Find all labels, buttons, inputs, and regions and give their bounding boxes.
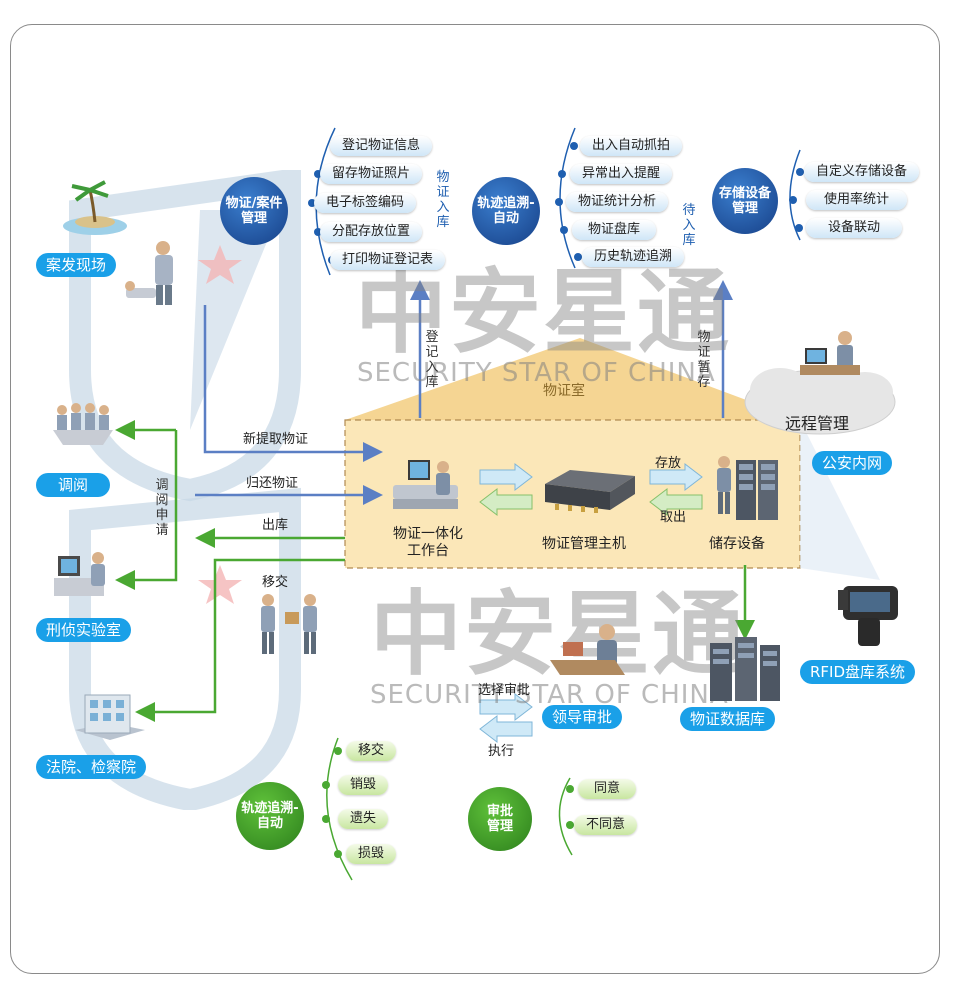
case-item-1: 登记物证信息 bbox=[330, 136, 433, 156]
circle-case-mgmt: 物证/案件 管理 bbox=[220, 177, 288, 245]
evidence-room-label: 物证室 bbox=[543, 383, 585, 399]
storage-cabinet-icon bbox=[712, 452, 782, 531]
rfid-reader-icon bbox=[828, 580, 908, 654]
node-lab: 刑侦实验室 bbox=[36, 618, 132, 642]
label-new-extract: 新提取物证 bbox=[243, 432, 309, 447]
approval-item-2: 不同意 bbox=[574, 815, 638, 835]
arrow-store bbox=[649, 462, 703, 492]
arrow-transfer bbox=[135, 558, 345, 722]
node-court: 法院、检察院 bbox=[36, 755, 147, 779]
track-item-2: 异常出入提醒 bbox=[570, 164, 673, 184]
device-host: 物证管理主机 bbox=[542, 536, 626, 552]
storage-item-3: 设备联动 bbox=[806, 218, 903, 238]
label-out: 出库 bbox=[262, 518, 289, 533]
handover-people-icon bbox=[255, 590, 325, 664]
node-review: 调阅 bbox=[36, 473, 111, 497]
circle-track-bottom: 轨迹追溯- 自动 bbox=[236, 782, 304, 850]
track-item-1: 出入自动抓拍 bbox=[580, 136, 683, 156]
device-workstation: 物证一体化 工作台 bbox=[393, 526, 463, 559]
arrow-select-approve bbox=[479, 692, 533, 722]
bottom-track-item-4: 损毁 bbox=[346, 844, 397, 864]
arrow-host-ws bbox=[479, 487, 533, 517]
arrow-take bbox=[649, 487, 703, 517]
bottom-track-item-1: 移交 bbox=[346, 741, 397, 761]
lab-icon bbox=[50, 548, 120, 612]
database-server-icon bbox=[705, 633, 785, 709]
circle-storage-mgmt: 存储设备 管理 bbox=[712, 168, 778, 234]
label-review-apply: 调阅申请 bbox=[155, 478, 169, 538]
host-icon bbox=[540, 462, 640, 526]
arrow-ws-host bbox=[479, 462, 533, 492]
watermark-en-top: SECURITY STAR OF CHINA bbox=[357, 358, 716, 388]
approval-item-1: 同意 bbox=[578, 779, 637, 799]
arrow-new-extract bbox=[203, 305, 383, 462]
case-vertical-label: 物证入库 bbox=[436, 170, 450, 230]
police-officer-icon bbox=[118, 238, 188, 312]
bottom-track-item-2: 销毁 bbox=[338, 775, 389, 795]
node-remote: 远程管理 bbox=[785, 414, 850, 433]
building-icon bbox=[70, 685, 150, 749]
device-storage: 储存设备 bbox=[709, 536, 765, 552]
watermark-cn-top: 中安星通 bbox=[355, 259, 732, 366]
track-item-3: 物证统计分析 bbox=[566, 192, 669, 212]
storage-item-1: 自定义存储设备 bbox=[804, 162, 920, 182]
node-database: 物证数据库 bbox=[680, 707, 776, 731]
label-execute: 执行 bbox=[488, 744, 515, 759]
case-item-5: 打印物证登记表 bbox=[330, 250, 446, 270]
label-store: 存放 bbox=[655, 456, 682, 471]
storage-item-2: 使用率统计 bbox=[806, 190, 908, 210]
case-item-2: 留存物证照片 bbox=[320, 164, 423, 184]
evidence-room-roof bbox=[345, 338, 800, 420]
label-select-approve: 选择审批 bbox=[478, 683, 531, 698]
node-scene: 案发现场 bbox=[36, 253, 117, 277]
label-transfer: 移交 bbox=[262, 575, 289, 590]
case-item-4: 分配存放位置 bbox=[320, 222, 423, 242]
node-police-net: 公安内网 bbox=[812, 451, 893, 475]
label-register-in: 登记入库 bbox=[425, 330, 439, 390]
case-item-3: 电子标签编码 bbox=[314, 193, 417, 213]
node-rfid: RFID盘库系统 bbox=[800, 660, 916, 684]
node-leader: 领导审批 bbox=[542, 705, 623, 729]
label-return: 归还物证 bbox=[246, 476, 299, 491]
track-vertical-label: 待入库 bbox=[682, 203, 696, 248]
meeting-icon bbox=[48, 400, 118, 454]
arrow-execute bbox=[479, 714, 533, 744]
track-item-4: 物证盘库 bbox=[572, 220, 657, 240]
leader-icon bbox=[545, 620, 635, 694]
label-take: 取出 bbox=[660, 510, 687, 525]
workstation-icon bbox=[388, 455, 468, 524]
arrow-review-apply-down bbox=[115, 430, 178, 590]
remote-operator-icon bbox=[795, 330, 875, 394]
island-icon bbox=[60, 178, 130, 242]
track-item-5: 历史轨迹追溯 bbox=[582, 247, 685, 267]
bottom-track-item-3: 遗失 bbox=[338, 809, 389, 829]
circle-track-top: 轨迹追溯- 自动 bbox=[472, 177, 540, 245]
label-temp-store: 物证暂存 bbox=[697, 330, 711, 390]
circle-approval: 审批 管理 bbox=[468, 787, 532, 851]
